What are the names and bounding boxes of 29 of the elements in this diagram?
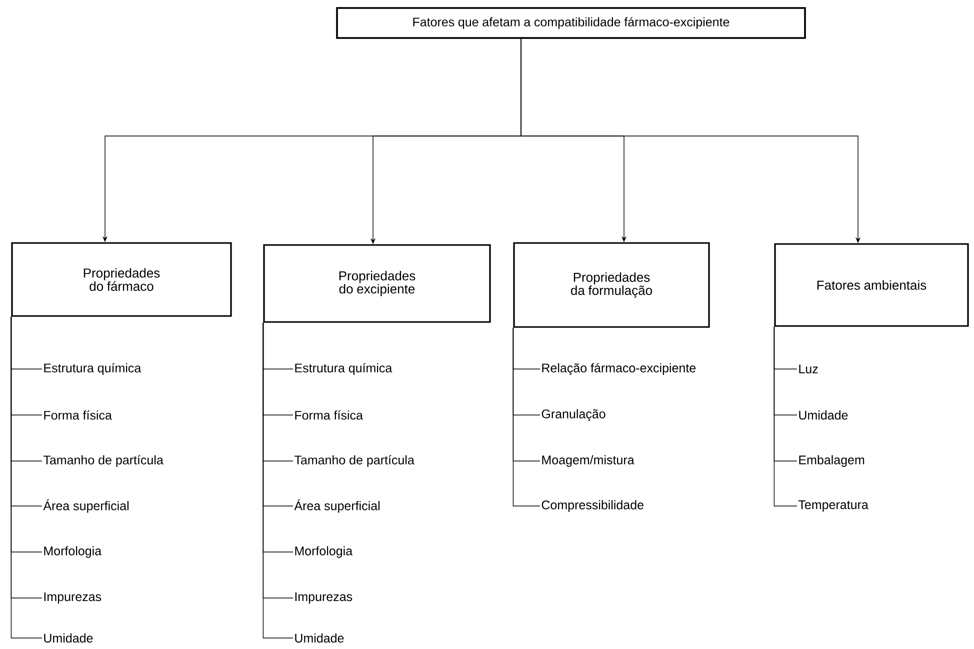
- factor-label: Impurezas: [44, 592, 102, 604]
- factor-label: Impurezas: [295, 592, 352, 604]
- factor-label: Embalagem: [799, 455, 864, 467]
- factor-label: Tamanho de partícula: [43, 455, 164, 467]
- factor-label: Área superficial: [43, 499, 128, 513]
- factor-label: Forma física: [44, 410, 112, 420]
- factor-label: Morfologia: [44, 546, 102, 558]
- factor-label: Compressibilidade: [542, 500, 644, 512]
- factor-label: Umidade: [295, 633, 344, 643]
- factor-label: Luz: [799, 364, 818, 374]
- category-box: Propriedades da formulação: [513, 242, 710, 328]
- category-box: Fatores que afetam a compatibilidade fármaco-excipiente: [336, 7, 806, 39]
- branch-line: [512, 327, 540, 506]
- factor-label: Moagem/mistura: [542, 455, 634, 467]
- factor-label: Estrutura química: [44, 363, 142, 375]
- factor-label: Temperatura: [798, 500, 868, 512]
- factor-label: Morfologia: [295, 546, 353, 558]
- factor-label: Relação fármaco-excipiente: [542, 363, 696, 375]
- factor-label: Tamanho de partícula: [294, 455, 414, 467]
- factor-label: Estrutura química: [295, 363, 392, 375]
- factor-label: Forma física: [295, 410, 363, 420]
- category-box: Fatores ambientais: [774, 243, 969, 327]
- factor-label: Umidade: [799, 410, 848, 420]
- factor-label: Umidade: [44, 633, 93, 643]
- factor-label: Granulação: [542, 409, 606, 421]
- category-box: Propriedades do fármaco: [11, 242, 232, 317]
- category-box: Propriedades do excipiente: [263, 244, 491, 323]
- factor-label: Área superficial: [294, 499, 380, 513]
- branch-line: [774, 326, 798, 506]
